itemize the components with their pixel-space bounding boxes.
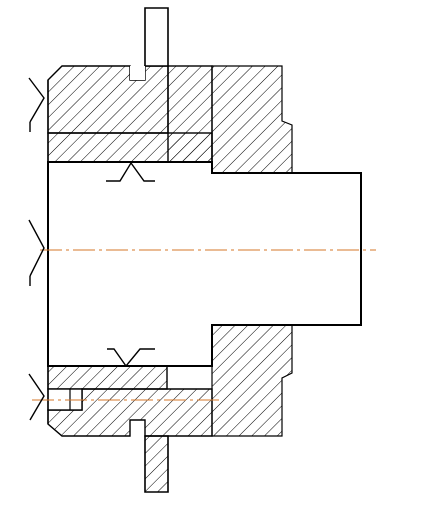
upper-flange-ring: [47, 65, 169, 134]
lower-stud: [144, 435, 169, 493]
shaft-outline: [47, 161, 362, 367]
lower-housing: [211, 324, 293, 437]
upper-housing: [211, 65, 293, 174]
roughness-symbol: [28, 373, 45, 421]
upper-stud: [144, 7, 169, 67]
roughness-symbol: [106, 161, 155, 182]
upper-stud-notch: [130, 66, 145, 80]
roughness-symbol: [28, 219, 45, 286]
upper-bushing: [47, 132, 213, 163]
lower-bushing: [47, 365, 168, 390]
roughness-symbol: [107, 348, 155, 368]
roughness-symbol: [28, 77, 45, 132]
